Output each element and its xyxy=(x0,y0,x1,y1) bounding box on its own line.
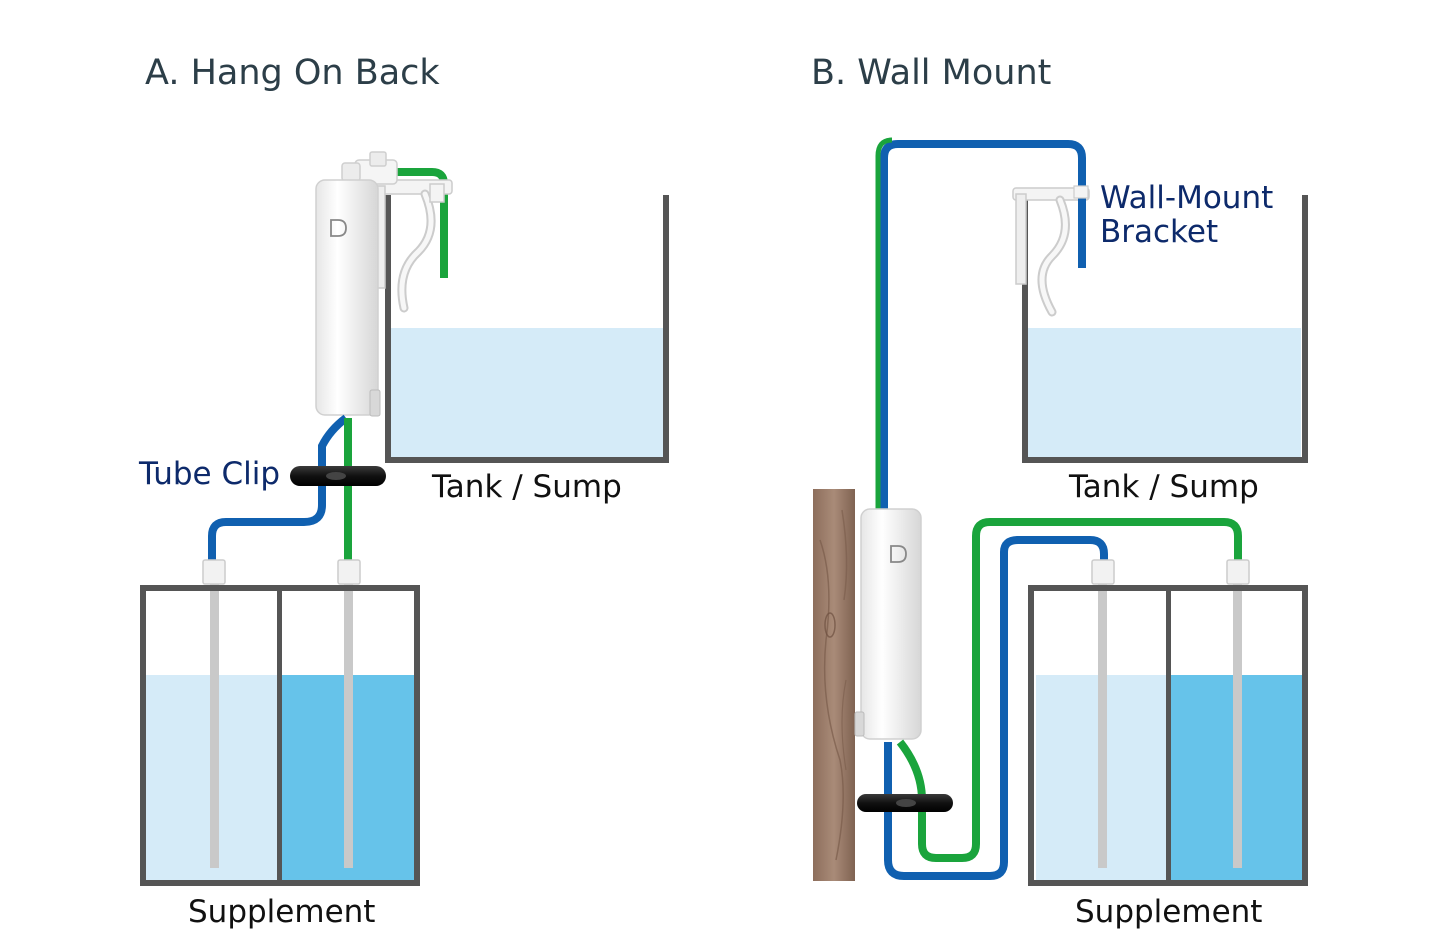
wall-mount-bracket-label-line1: Wall-Mount xyxy=(1100,180,1273,216)
tube-fitting xyxy=(1226,559,1250,585)
tube-fitting xyxy=(1091,559,1115,585)
tank-sump-a xyxy=(385,195,669,463)
tube-clip-label: Tube Clip xyxy=(138,456,280,492)
tank-sump-label-a: Tank / Sump xyxy=(431,469,622,505)
doser-unit-icon xyxy=(854,508,922,740)
blue-tube-b xyxy=(884,536,1108,880)
tank-outline xyxy=(385,195,669,463)
intake-tube xyxy=(1098,582,1107,868)
tank-outline xyxy=(1022,195,1308,463)
wall-mount-bracket-label-line2: Bracket xyxy=(1100,214,1218,250)
doser-logo-icon xyxy=(330,219,347,237)
tank-sump-label-b: Tank / Sump xyxy=(1068,469,1259,505)
tube-fitting xyxy=(1073,185,1089,199)
hang-on-bracket-icon xyxy=(367,179,453,313)
tube-clip-icon xyxy=(857,794,953,812)
supplement-label-a: Supplement xyxy=(188,894,375,930)
blue-tube-a xyxy=(208,414,349,562)
intake-tube xyxy=(344,582,353,868)
wall-mount-bracket-icon xyxy=(1012,187,1090,317)
supplement-containers-b xyxy=(1028,559,1308,886)
tube-clip-icon xyxy=(290,466,386,486)
green-tube-top-b xyxy=(875,137,893,510)
supplement-label-b: Supplement xyxy=(1075,894,1262,930)
tube-fitting xyxy=(337,559,361,585)
doser-unit-icon xyxy=(315,151,398,417)
blue-tube-top-b xyxy=(880,140,1086,510)
intake-tube xyxy=(1233,582,1242,868)
doser-logo-icon xyxy=(890,545,907,563)
wood-wall-icon xyxy=(813,489,855,881)
tank-sump-b xyxy=(1022,195,1308,463)
tube-fitting xyxy=(202,559,226,585)
tank-water xyxy=(1027,328,1301,458)
tank-water xyxy=(390,328,664,458)
panel-hang-on-back: A. Hang On Back Tank / Sump xyxy=(138,53,669,930)
supplement-containers-a xyxy=(140,559,420,886)
intake-tube xyxy=(210,582,219,868)
panel-a-title: A. Hang On Back xyxy=(145,53,440,93)
panel-b-title: B. Wall Mount xyxy=(811,53,1051,93)
panel-wall-mount: B. Wall Mount Tank / Sump Wall-Mount Bra… xyxy=(811,53,1308,930)
